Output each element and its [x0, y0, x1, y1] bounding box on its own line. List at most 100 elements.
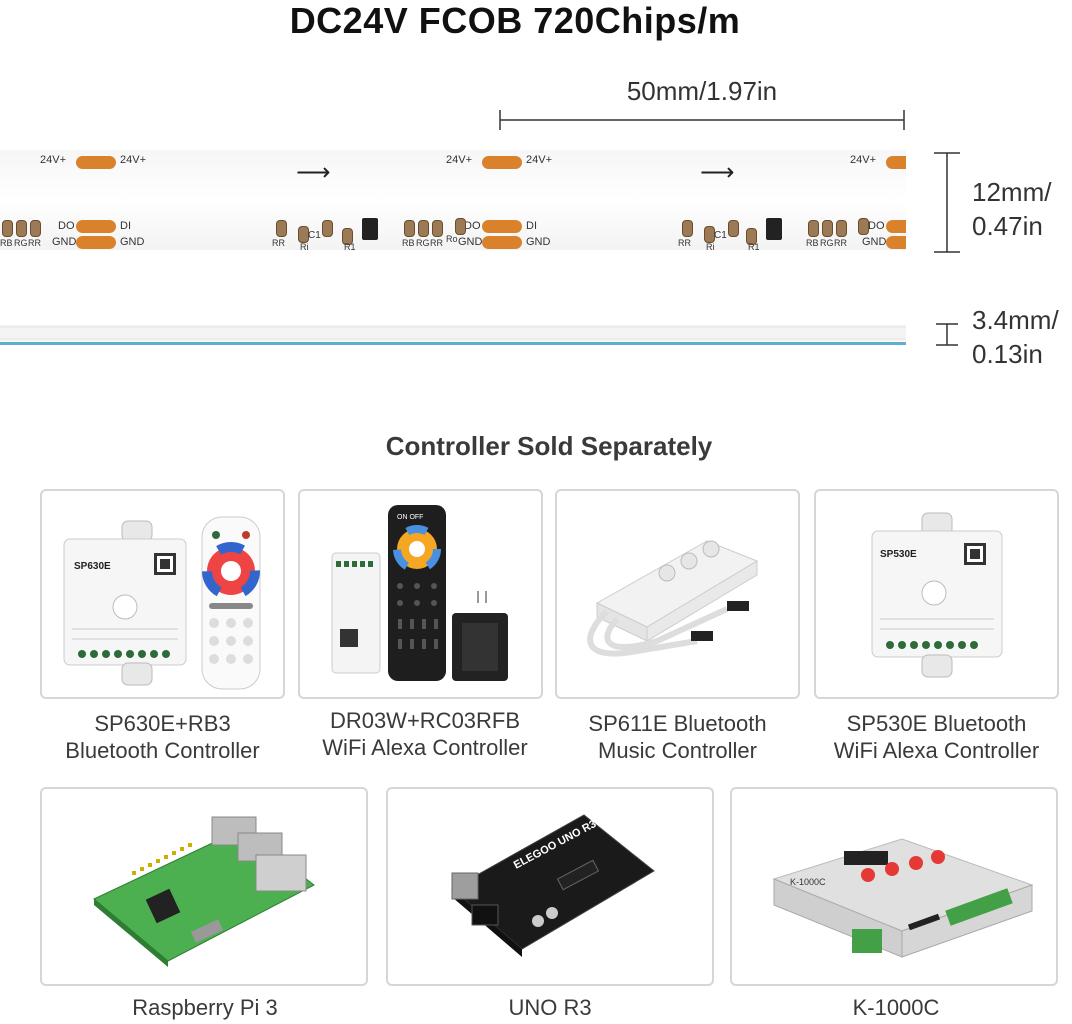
component-label: RG [820, 238, 834, 248]
pad-label-gnd: GND [458, 236, 483, 248]
component-label: R1 [344, 242, 356, 252]
controller-caption-sp630e: SP630E+RB3 Bluetooth Controller [40, 710, 285, 764]
resistor [418, 220, 429, 237]
thickness-dimension-line1: 3.4mm/ [972, 305, 1059, 335]
pad-label-gnd: GND [526, 236, 551, 248]
sp611e-controller-image [587, 540, 759, 657]
component-label: RR [28, 238, 41, 248]
board-card-uno-r3[interactable]: ELEGOO UNO R3 [386, 787, 714, 986]
caption-line2: WiFi Alexa Controller [833, 738, 1040, 763]
pad-label-24v-left: 24V+ [446, 154, 472, 166]
device-label: K-1000C [790, 877, 826, 887]
resistor [404, 220, 415, 237]
resistor [342, 228, 353, 245]
controller-card-sp630e[interactable]: SP630E [40, 489, 285, 699]
pad-label-gnd: GND [862, 236, 887, 248]
length-dimension-label: 50mm/1.97in [626, 76, 778, 106]
direction-arrow-icon: ⟶ [700, 159, 735, 186]
solder-pad [482, 220, 522, 233]
solder-pad [76, 156, 116, 169]
component-label: RR [678, 238, 691, 248]
solder-pad [76, 236, 116, 249]
solder-pad [886, 236, 906, 249]
solder-pad [886, 220, 906, 233]
caption-line1: DR03W+RC03RFB [329, 708, 521, 733]
board-card-raspberry-pi[interactable] [40, 787, 368, 986]
thickness-dimension-line2: 0.13in [972, 339, 1043, 369]
sp630e-controller-image: SP630E [63, 516, 261, 690]
controller-caption-sp530e: SP530E Bluetooth WiFi Alexa Controller [814, 710, 1059, 764]
thickness-dimension-line [936, 323, 958, 346]
controller-card-dr03w[interactable]: ON OFF [298, 489, 543, 699]
solder-pad [76, 220, 116, 233]
component-label: RG [14, 238, 28, 248]
uno-r3-image: ELEGOO UNO R3 [451, 814, 655, 957]
resistor [16, 220, 27, 237]
pad-label-24v-left: 24V+ [850, 154, 876, 166]
component-label: RG [416, 238, 430, 248]
resistor [822, 220, 833, 237]
ic-chip [362, 218, 378, 240]
component-label: R1 [748, 242, 760, 252]
pad-label-24v-right: 24V+ [526, 154, 552, 166]
dr03w-controller-image: ON OFF [331, 505, 508, 681]
resistor [808, 220, 819, 237]
pad-label-do: DO [868, 220, 885, 232]
controller-card-sp611e[interactable] [555, 489, 800, 699]
resistor [836, 220, 847, 237]
component-label: Ri [706, 242, 715, 252]
k1000c-image: K-1000C [772, 838, 1034, 958]
component-label: C1 [308, 230, 321, 241]
resistor [322, 220, 333, 237]
sp530e-controller-image: SP530E [871, 512, 1003, 678]
component-label: RR [834, 238, 847, 248]
component-label: RR [272, 238, 285, 248]
component-label: Ri [300, 242, 309, 252]
page-title: DC24V FCOB 720Chips/m [289, 0, 741, 41]
controller-caption-sp611e: SP611E Bluetooth Music Controller [555, 710, 800, 764]
pad-label-24v-right: 24V+ [120, 154, 146, 166]
resistor [858, 218, 869, 235]
caption-line2: Bluetooth Controller [65, 738, 260, 763]
capacitor [704, 226, 715, 243]
component-label: RB [806, 238, 819, 248]
pad-label-24v-left: 24V+ [40, 154, 66, 166]
raspberry-pi-image [93, 816, 315, 967]
pad-label-di: DI [526, 220, 537, 232]
ic-chip [766, 218, 782, 240]
board-caption-k1000c: K-1000C [852, 995, 940, 1020]
length-dimension-line [499, 110, 905, 130]
resistor [276, 220, 287, 237]
component-label: RB [0, 238, 13, 248]
height-dimension-label: 12mm/ 0.47in [972, 175, 1051, 243]
led-strip-side-view [0, 325, 906, 345]
controller-card-sp530e[interactable]: SP530E [814, 489, 1059, 699]
solder-pad [482, 156, 522, 169]
component-label: RB [402, 238, 415, 248]
section-title: Controller Sold Separately [385, 431, 713, 461]
caption-line1: SP530E Bluetooth [846, 711, 1027, 736]
direction-arrow-icon: ⟶ [296, 159, 331, 186]
solder-pad [482, 236, 522, 249]
resistor [746, 228, 757, 245]
component-label: RR [430, 238, 443, 248]
resistor [2, 220, 13, 237]
pad-label-do: DO [464, 220, 481, 232]
pad-label-gnd: GND [120, 236, 145, 248]
board-caption-uno-r3: UNO R3 [508, 995, 592, 1020]
height-dimension-line [934, 152, 960, 253]
component-label: C1 [714, 230, 727, 241]
board-card-k1000c[interactable]: K-1000C [730, 787, 1058, 986]
controller-caption-dr03w: DR03W+RC03RFB WiFi Alexa Controller [298, 707, 552, 761]
pad-label-di: DI [120, 220, 131, 232]
component-label: Ro [446, 234, 458, 244]
pad-label-gnd: GND [52, 236, 77, 248]
resistor [682, 220, 693, 237]
solder-pad [886, 156, 906, 169]
caption-line1: SP611E Bluetooth [588, 711, 767, 736]
pad-label-do: DO [58, 220, 75, 232]
device-label: SP630E [74, 561, 111, 572]
height-dimension-line1: 12mm/ [972, 177, 1052, 207]
caption-line2: Music Controller [598, 738, 757, 763]
caption-line1: SP630E+RB3 [94, 711, 231, 736]
